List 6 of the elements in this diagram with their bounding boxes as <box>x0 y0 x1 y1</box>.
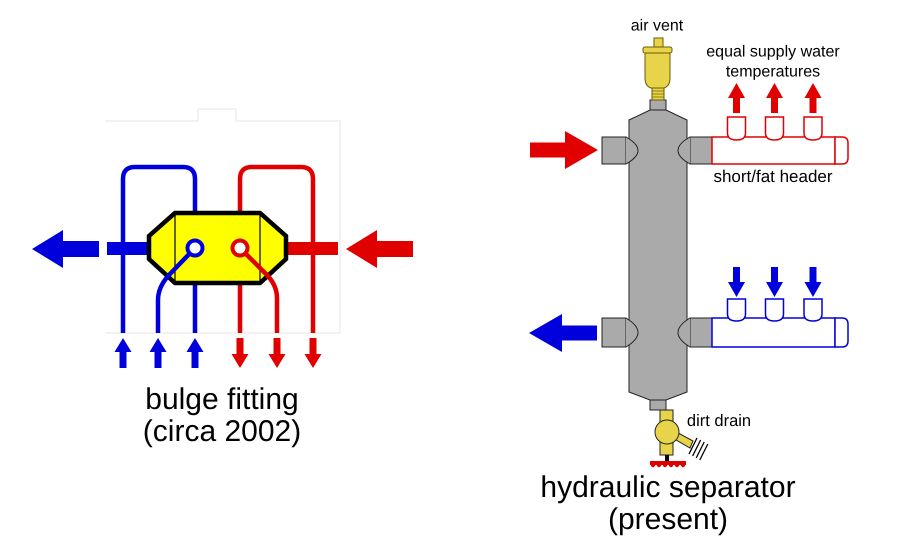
part-label: air vent <box>630 17 684 34</box>
part-label: dirt drain <box>686 412 752 430</box>
caption: hydraulic separator (present) <box>540 470 796 536</box>
flow-note: equal supply water temperatures <box>706 43 840 80</box>
caption: bulge fitting (circa 2002) <box>142 382 302 448</box>
part-label: short/fat header <box>713 166 833 186</box>
